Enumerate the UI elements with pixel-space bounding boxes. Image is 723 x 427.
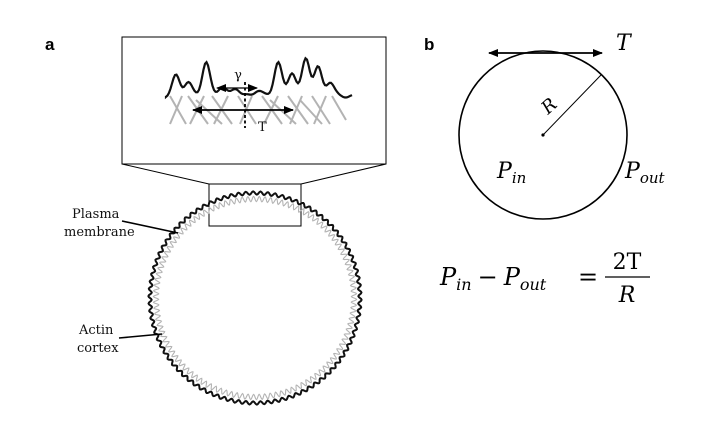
zoom-connector-right [300,163,387,185]
center-point [541,133,545,137]
gamma-symbol: γ [234,68,242,83]
panel-a-label: a [45,35,55,54]
radius-line [542,74,602,136]
inset-membrane-line [164,56,353,100]
equation-lhs: Pin−Pout [439,263,547,294]
radius-symbol: R [537,94,562,119]
equation-numerator: 2T [613,250,642,275]
plasma-membrane-leader [121,220,179,234]
cell-actin-cortex [152,195,358,401]
inset-content: γ T [164,56,353,135]
p-in-label: Pin [496,159,526,187]
cell [147,190,363,406]
laplace-equation: Pin−Pout = 2T R [439,250,650,308]
inset-box [121,36,387,165]
equation-denominator: R [618,283,636,308]
cortex-filament [169,95,183,125]
panel-b-label: b [424,35,434,54]
actin-cortex-leader [118,333,163,339]
p-out-label: Pout [624,159,666,187]
zoom-region-box [208,183,302,227]
cortex-filament [299,99,323,125]
actin-cortex-label-line2: cortex [77,341,119,356]
tension-symbol-inset: T [258,120,267,135]
tension-symbol-b: T [616,31,633,56]
cortex-filament [169,95,187,125]
cell-plasma-membrane [147,190,363,406]
cortex-filament [287,95,309,125]
plasma-membrane-label-line2: membrane [64,225,135,240]
cortex-filament [331,95,347,121]
cortex-filament [313,95,327,125]
equation-equals: = [578,263,598,291]
actin-cortex-label-line1: Actin [78,323,114,338]
plasma-membrane-label-line1: Plasma [72,207,120,222]
zoom-connector-left [121,163,210,185]
